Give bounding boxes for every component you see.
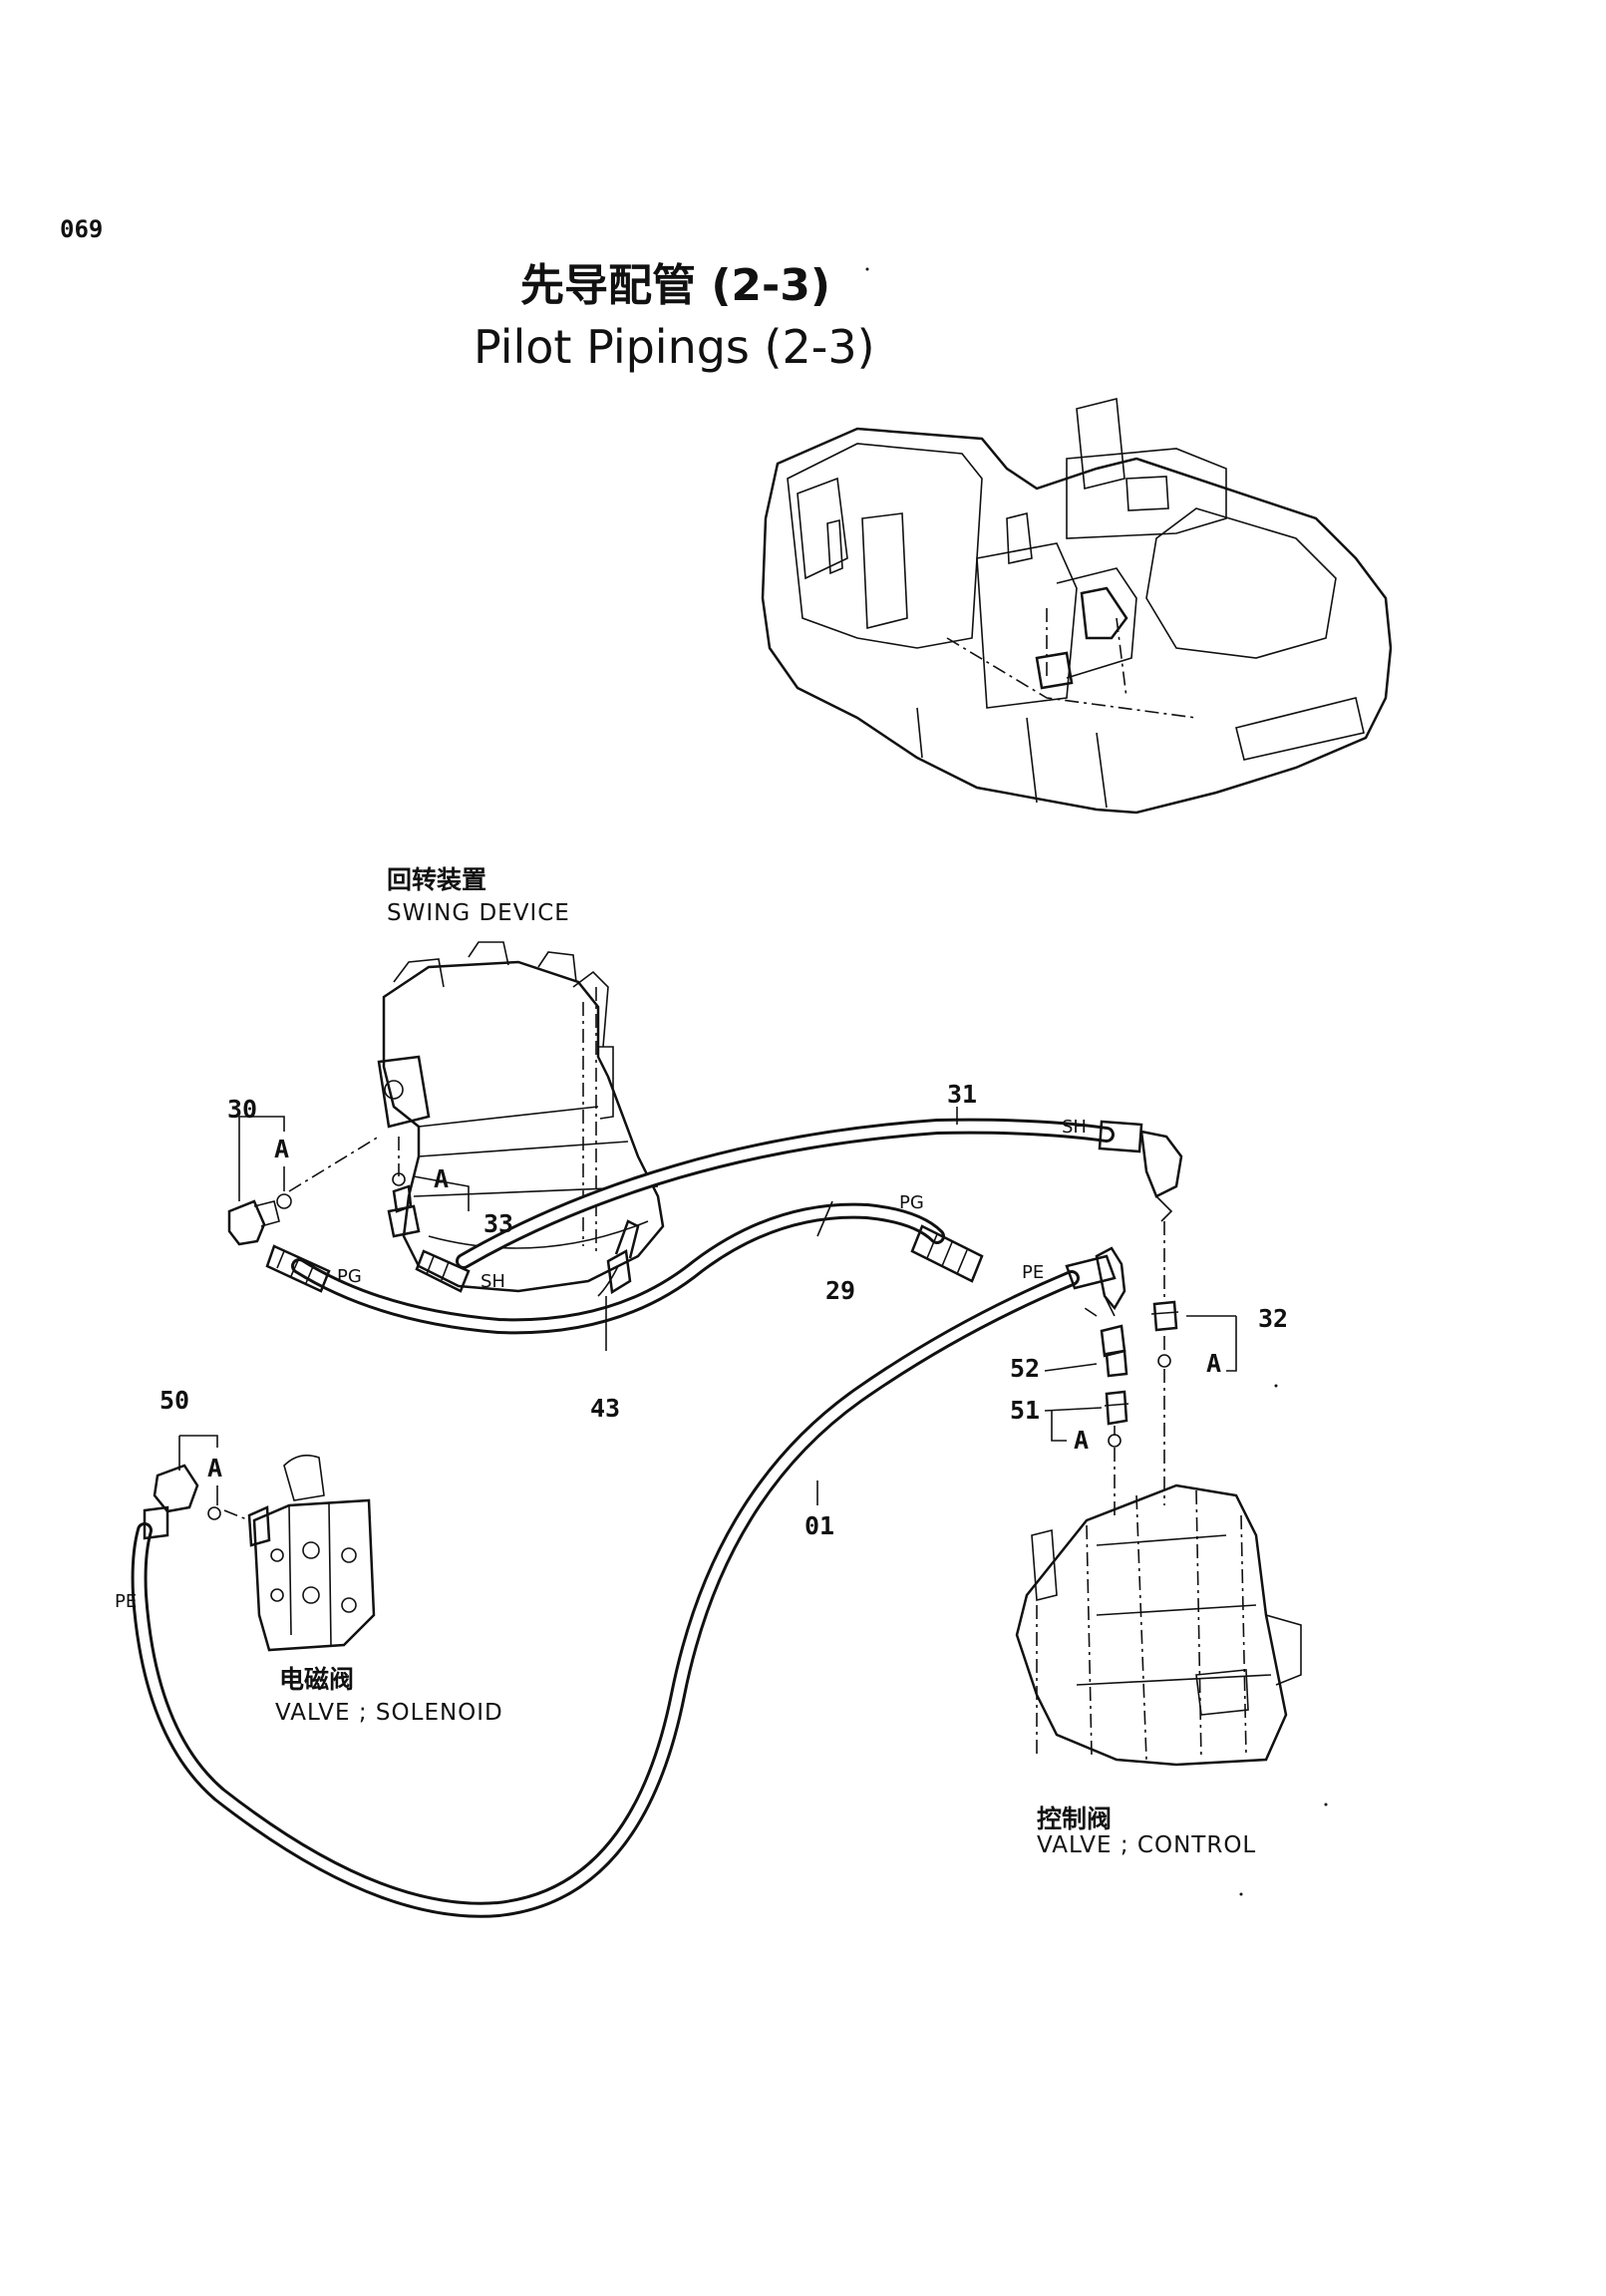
leader-lines	[178, 1107, 1237, 1505]
fitting-pg-right	[910, 1224, 984, 1283]
port-tag-a-30: A	[274, 1135, 290, 1163]
part-number-51: 51	[1010, 1396, 1041, 1425]
fitting-30-elbow	[227, 1199, 280, 1246]
hose-31	[456, 1118, 1115, 1269]
fitting-pe-right-elbow	[1065, 1246, 1126, 1317]
port-tag-sh-left: SH	[481, 1271, 505, 1292]
swing-device-label-english: SWING DEVICE	[387, 900, 570, 926]
port-tag-a-50: A	[207, 1454, 223, 1482]
port-tag-sh-right: SH	[1062, 1117, 1087, 1138]
solenoid-valve-label-chinese: 电磁阀	[279, 1665, 355, 1694]
part-number-33: 33	[483, 1209, 514, 1238]
part-number-31: 31	[947, 1080, 978, 1109]
fitting-52	[1100, 1324, 1128, 1378]
control-valve-illustration	[1015, 1483, 1302, 1767]
hose-29	[291, 1202, 945, 1335]
page-title-english: Pilot Pipings (2-3)	[474, 320, 875, 374]
port-tag-a-32: A	[1206, 1349, 1222, 1378]
solenoid-valve-illustration	[247, 1455, 376, 1652]
control-valve-label-english: VALVE ; CONTROL	[1037, 1832, 1257, 1858]
fitting-33	[387, 1184, 421, 1238]
part-number-29: 29	[825, 1276, 856, 1305]
excavator-overview-illustration	[761, 397, 1393, 815]
part-number-43: 43	[590, 1394, 621, 1423]
page-title-chinese: 先导配管 (2-3)	[520, 260, 831, 311]
part-number-52: 52	[1010, 1354, 1041, 1383]
fitting-pg-left	[265, 1244, 331, 1293]
solenoid-valve-label-english: VALVE ; SOLENOID	[275, 1700, 503, 1726]
part-number-32: 32	[1258, 1304, 1289, 1333]
fitting-50-elbow	[143, 1464, 199, 1540]
swing-device-label-chinese: 回转装置	[387, 865, 487, 894]
fitting-32	[1150, 1300, 1179, 1332]
swing-device-illustration	[377, 941, 665, 1293]
o-rings	[207, 1172, 1171, 1520]
port-tag-pe-right: PE	[1022, 1262, 1045, 1283]
port-tag-pe-left: PE	[115, 1591, 138, 1612]
part-number-30: 30	[227, 1095, 258, 1124]
hose-01	[131, 1270, 1080, 1918]
port-tag-a-51: A	[1074, 1426, 1090, 1455]
control-valve-label-chinese: 控制阀	[1037, 1804, 1113, 1833]
part-number-01: 01	[804, 1511, 835, 1540]
port-tag-pg-right: PG	[899, 1192, 924, 1213]
part-number-50: 50	[160, 1386, 190, 1415]
assembly-center-lines	[223, 1136, 1165, 1521]
port-tag-pg-left: PG	[337, 1266, 362, 1287]
clamp-43	[597, 1219, 640, 1297]
page-number: 069	[60, 215, 104, 243]
fitting-sh-left	[415, 1249, 471, 1293]
fitting-sh-right-elbow	[1098, 1120, 1183, 1222]
port-tag-a-33: A	[434, 1164, 450, 1193]
fitting-51	[1104, 1390, 1129, 1426]
scan-speckles	[865, 267, 1328, 1896]
